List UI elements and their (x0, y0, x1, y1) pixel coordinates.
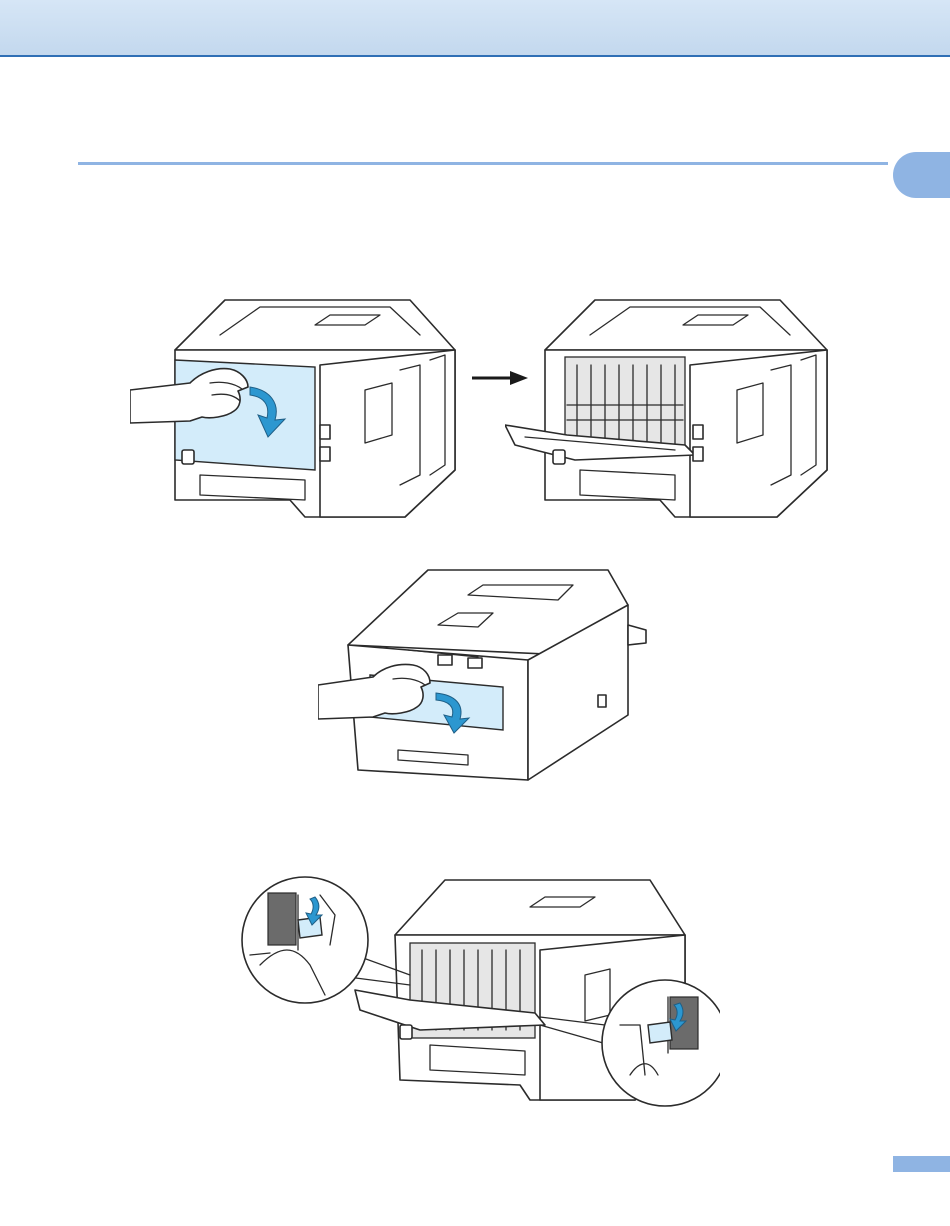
header-band (0, 0, 950, 57)
page-number-tab (893, 1156, 950, 1172)
left-lever-callout (242, 877, 410, 1003)
printer-rear-view (130, 295, 470, 525)
printer-rear-open-view (505, 295, 835, 525)
printer-rear-open-view (240, 875, 720, 1110)
figure-back-cover-opened (505, 295, 835, 525)
printer-front-view (318, 565, 648, 785)
section-rule (78, 162, 888, 165)
figure-open-back-cover (130, 295, 470, 525)
figure-open-manual-feed-cover (318, 565, 648, 785)
chapter-tab (893, 152, 950, 198)
figure-envelope-levers (240, 875, 720, 1110)
